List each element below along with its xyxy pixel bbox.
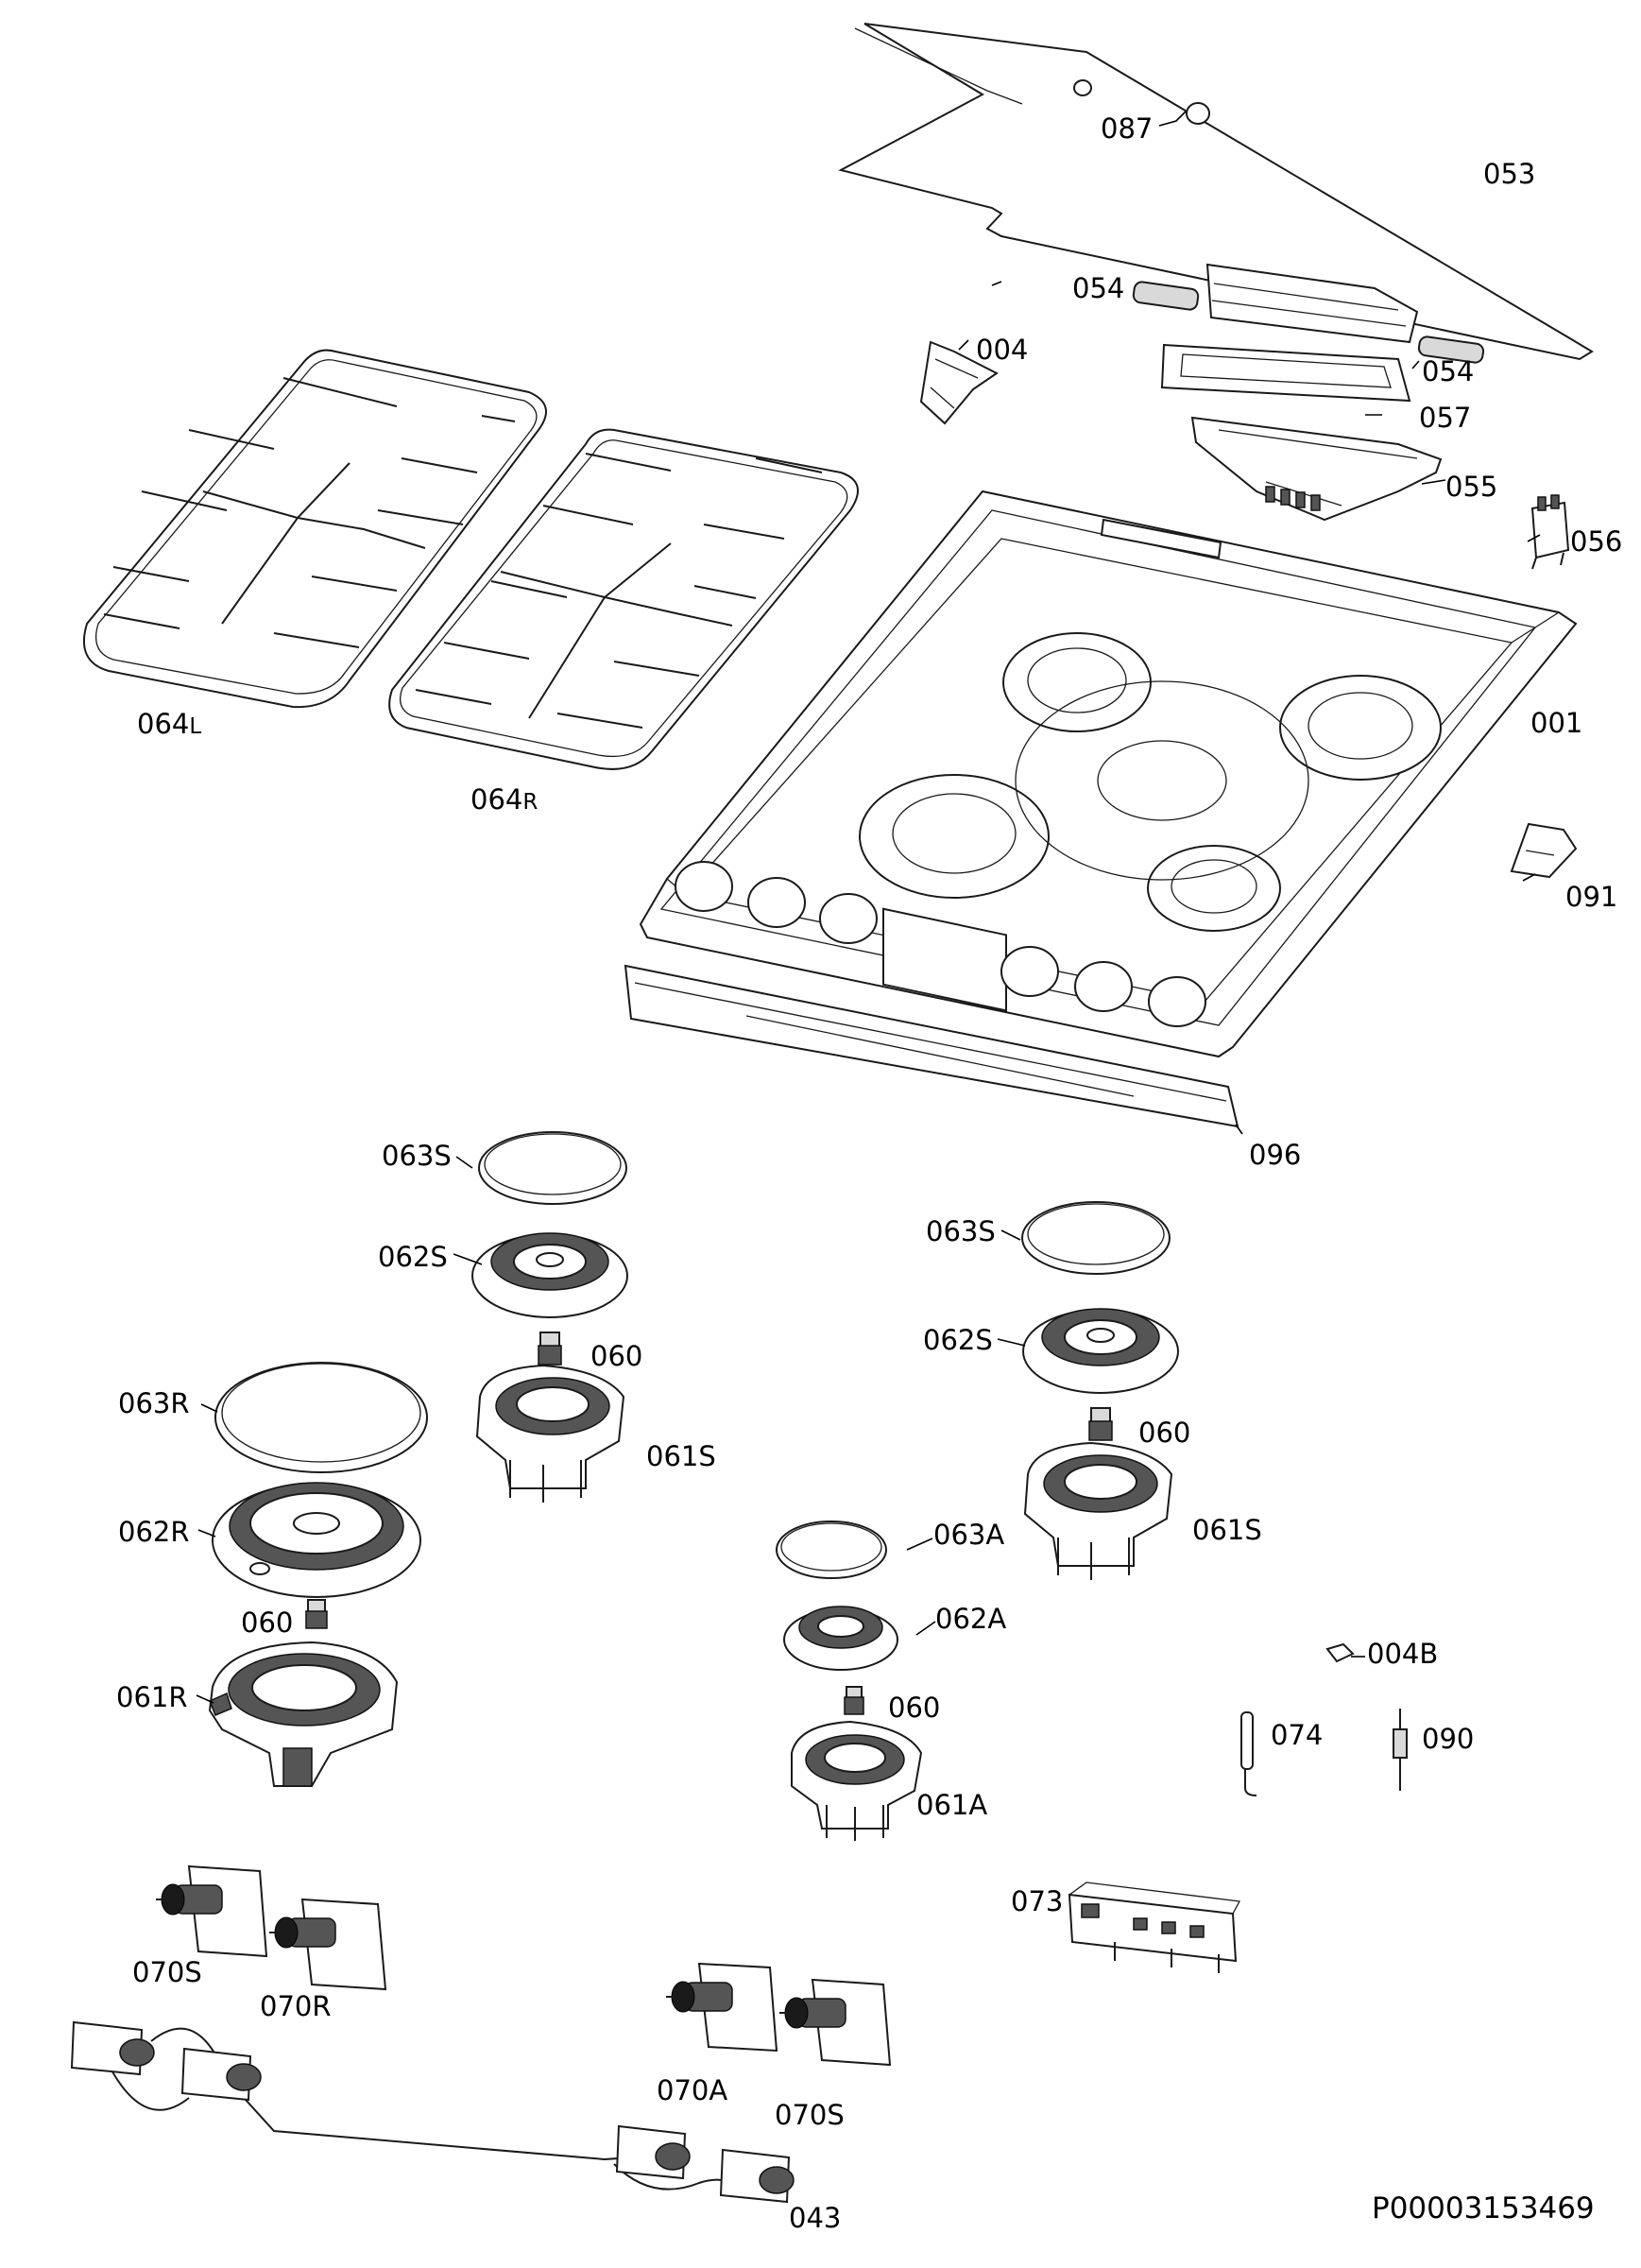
label-004: 004: [976, 334, 1028, 366]
ignition-unit-073-part: [1068, 1881, 1241, 1973]
spark-electrode-090-part: [1393, 1709, 1408, 1791]
label-096: 096: [1249, 1139, 1301, 1171]
label-060-b: 060: [241, 1606, 293, 1639]
label-063a: 063A: [933, 1519, 1004, 1551]
label-070a: 070A: [657, 2074, 727, 2106]
label-001: 001: [1530, 707, 1582, 739]
label-061r: 061R: [116, 1681, 188, 1713]
lid-frame-part: [1160, 343, 1411, 403]
label-043: 043: [789, 2202, 841, 2234]
rear-bracket-part: [1190, 416, 1443, 522]
label-061a: 061A: [916, 1789, 987, 1821]
burner-cap-063s-right-part: [1021, 1201, 1171, 1275]
label-087: 087: [1101, 112, 1153, 145]
hob-top-part: [639, 490, 1578, 1058]
label-056: 056: [1570, 525, 1622, 558]
label-062r: 062R: [118, 1516, 190, 1548]
gas-tap-070s-left-part: [156, 1864, 268, 1958]
burner-base-061s-left-part: [475, 1364, 625, 1503]
label-061s-right: 061S: [1192, 1514, 1262, 1546]
switch-part: [1530, 494, 1570, 570]
burner-base-061s-right-part: [1023, 1441, 1173, 1580]
pan-support-left-part: [82, 349, 547, 709]
burner-head-062a-part: [783, 1606, 898, 1671]
label-063s-right: 063S: [926, 1215, 996, 1247]
gas-tap-070r-part: [269, 1898, 387, 1991]
safety-valve-harness-043-part: [70, 2020, 795, 2204]
label-053: 053: [1483, 158, 1535, 190]
gas-tap-070a-part: [666, 1962, 778, 2053]
burner-base-061r-part: [208, 1641, 399, 1787]
label-060-a: 060: [590, 1340, 642, 1372]
document-id: P00003153469: [1372, 2191, 1595, 2225]
label-064r-number: 064: [470, 783, 522, 816]
label-057: 057: [1419, 402, 1471, 434]
burner-head-062s-right-part: [1022, 1308, 1179, 1394]
label-064r: 064R: [470, 783, 538, 816]
label-070s-right: 070S: [775, 2099, 845, 2131]
injector-060-c-part: [1088, 1407, 1113, 1441]
clip-004b-part: [1325, 1642, 1355, 1663]
label-062s-right: 062S: [923, 1324, 993, 1356]
label-070s-left: 070S: [132, 1956, 202, 1988]
label-064l-suffix: L: [189, 714, 201, 739]
label-064l-number: 064: [137, 708, 189, 740]
label-064l: 064L: [137, 708, 201, 740]
label-061s-left: 061S: [646, 1440, 716, 1472]
label-054-right: 054: [1422, 355, 1474, 387]
burner-cap-063r-part: [214, 1362, 428, 1473]
label-070r: 070R: [260, 1990, 332, 2022]
label-004b: 004B: [1367, 1638, 1438, 1670]
burner-cap-063a-part: [776, 1521, 887, 1579]
label-091: 091: [1565, 881, 1617, 913]
label-055: 055: [1445, 471, 1497, 503]
label-064r-suffix: R: [522, 790, 538, 815]
label-090: 090: [1422, 1723, 1474, 1755]
label-062a: 062A: [935, 1603, 1006, 1635]
gas-tap-070s-right-part: [779, 1978, 892, 2067]
label-054-left: 054: [1072, 272, 1124, 304]
clip-part: [919, 340, 999, 425]
injector-060-d-part: [844, 1686, 864, 1715]
burner-head-062s-left-part: [471, 1232, 628, 1318]
callout-labels: 087 053 054 054 004 057 055 056 001 091 …: [116, 112, 1622, 2234]
burner-cap-063s-left-part: [478, 1131, 627, 1205]
label-060-c: 060: [1138, 1417, 1190, 1449]
label-062s-left: 062S: [378, 1241, 448, 1273]
lid-hinge-part: [1132, 263, 1485, 364]
burner-base-061a-part: [791, 1720, 923, 1841]
label-073: 073: [1011, 1885, 1063, 1917]
label-074: 074: [1271, 1719, 1323, 1751]
small-bracket-part: [1510, 822, 1578, 879]
leader-lines: [196, 111, 1541, 1704]
label-060-d: 060: [888, 1692, 940, 1724]
injector-060-b-part: [305, 1599, 328, 1629]
label-063r: 063R: [118, 1387, 190, 1419]
pan-support-right-part: [388, 428, 859, 770]
burner-head-062r-part: [212, 1482, 421, 1598]
injector-060-a-part: [538, 1332, 562, 1366]
glass-lid-part: [838, 23, 1594, 361]
thermocouple-074-part: [1240, 1711, 1257, 1796]
label-063s-left: 063S: [382, 1140, 452, 1172]
